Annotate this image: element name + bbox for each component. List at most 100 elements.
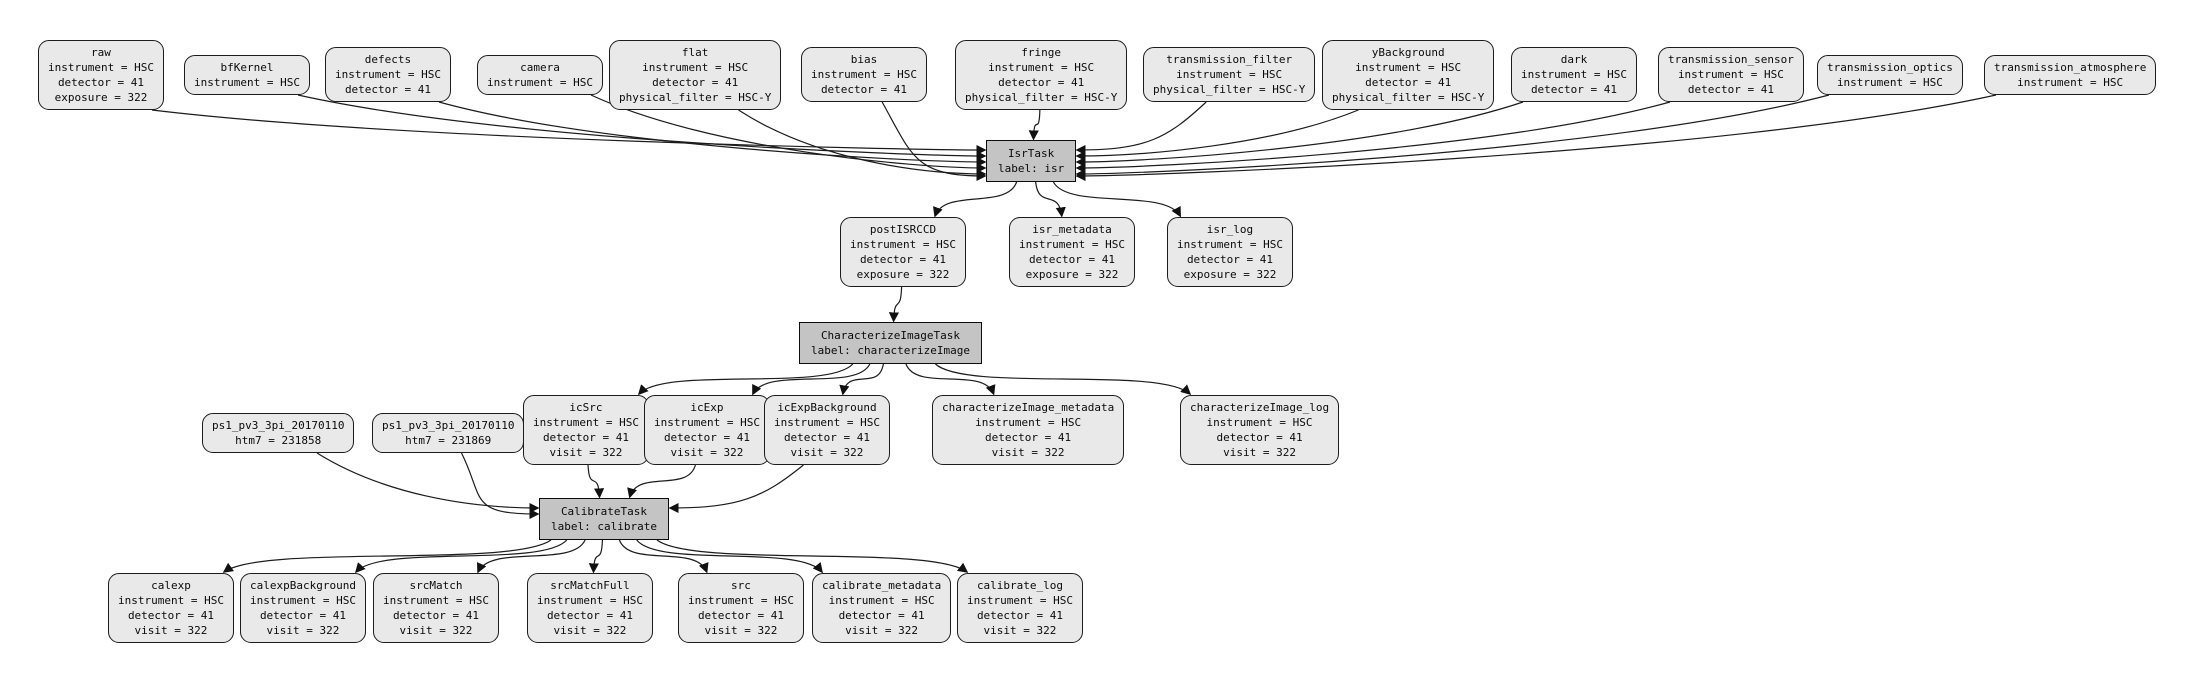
- node-title: srcMatch: [409, 579, 463, 592]
- edge-transmission_filter-to-isrTask: [1075, 101, 1207, 156]
- node-field: detector = 41: [663, 431, 751, 444]
- node-field: instrument = HSC: [48, 61, 154, 74]
- node-characterizeImageTask: CharacterizeImageTask label: characterize…: [799, 322, 982, 364]
- node-field: physical_filter = HSC-Y: [1332, 91, 1485, 104]
- node-title: CharacterizeImageTask: [820, 329, 961, 342]
- node-field: visit = 322: [704, 624, 778, 637]
- edge-dark-to-isrTask: [1075, 101, 1524, 168]
- node-field: label: calibrate: [551, 520, 657, 533]
- node-yBackground: yBackground instrument = HSC detector = 41…: [1322, 40, 1495, 110]
- node-title: transmission_atmosphere: [1994, 61, 2147, 74]
- node-field: instrument = HSC: [988, 61, 1095, 74]
- node-title: bias: [850, 53, 878, 66]
- node-field: instrument = HSC: [250, 594, 356, 607]
- node-field: visit = 322: [790, 446, 864, 459]
- edge-ps1_231869-to-calibrateTask: [460, 452, 540, 520]
- node-field: instrument = HSC: [642, 61, 749, 74]
- node-field: instrument = HSC: [335, 68, 441, 81]
- node-field: instrument = HSC: [118, 594, 224, 607]
- edge-calibrateTask-to-srcMatch: [477, 539, 586, 574]
- node-field: physical_filter = HSC-Y: [1153, 83, 1306, 96]
- node-field: detector = 41: [985, 431, 1072, 444]
- node-field: detector = 41: [652, 76, 739, 89]
- node-bfKernel: bfKernel instrument = HSC: [184, 55, 310, 95]
- node-title: yBackground: [1371, 46, 1445, 59]
- node-title: icSrc: [569, 401, 603, 414]
- node-field: label: characterizeImage: [811, 344, 970, 357]
- node-title: src: [731, 579, 751, 592]
- node-title: transmission_sensor: [1668, 53, 1794, 66]
- node-field: instrument = HSC: [1019, 238, 1125, 251]
- node-title: IsrTask: [1007, 147, 1055, 160]
- node-field: instrument = HSC: [383, 594, 489, 607]
- node-field: instrument = HSC: [688, 594, 794, 607]
- node-field: detector = 41: [1365, 76, 1452, 89]
- node-field: detector = 41: [127, 609, 215, 622]
- node-field: instrument = HSC: [1355, 61, 1462, 74]
- node-field: visit = 322: [549, 446, 623, 459]
- edge-isrTask-to-postISRCCD: [933, 181, 1018, 218]
- edge-transmission_atmosphere-to-isrTask: [1075, 94, 1997, 182]
- node-field: detector = 41: [1687, 83, 1774, 96]
- node-title: camera: [520, 61, 560, 74]
- edge-ps1_231858-to-calibrateTask: [316, 452, 540, 514]
- node-field: detector = 41: [1216, 431, 1303, 444]
- edge-bfKernel-to-isrTask: [297, 94, 987, 162]
- edge-calibrateTask-to-calibrate_log: [656, 539, 969, 573]
- node-title: isr_metadata: [1032, 223, 1112, 236]
- edge-calibrateTask-to-src: [618, 539, 709, 574]
- node-field: detector = 41: [838, 609, 925, 622]
- edge-transmission_optics-to-isrTask: [1075, 94, 1830, 180]
- node-field: visit = 322: [266, 624, 340, 637]
- edge-calibrateTask-to-calexp: [222, 539, 552, 573]
- node-field: detector = 41: [976, 609, 1064, 622]
- node-field: detector = 41: [1028, 253, 1116, 266]
- node-field: detector = 41: [998, 76, 1085, 89]
- node-field: detector = 41: [859, 253, 947, 266]
- node-title: calexpBackground: [250, 579, 356, 592]
- node-field: detector = 41: [259, 609, 347, 622]
- node-field: exposure = 322: [54, 91, 148, 104]
- edge-icExp-to-calibrateTask: [627, 464, 696, 499]
- node-field: instrument = HSC: [537, 594, 643, 607]
- node-field: instrument = HSC: [194, 76, 300, 89]
- node-field: instrument = HSC: [1206, 416, 1313, 429]
- edge-camera-to-isrTask: [590, 94, 987, 174]
- node-field: exposure = 322: [1183, 268, 1277, 281]
- edge-defects-to-isrTask: [438, 101, 987, 168]
- node-field: instrument = HSC: [1521, 68, 1627, 81]
- node-field: visit = 322: [845, 624, 919, 637]
- node-title: isr_log: [1206, 223, 1254, 236]
- edge-postISRCCD-to-characterizeImageTask: [888, 286, 903, 323]
- node-field: exposure = 322: [1025, 268, 1119, 281]
- node-field: visit = 322: [983, 624, 1057, 637]
- edge-characterizeImageTask-to-icExpBackground: [839, 363, 884, 396]
- node-field: instrument = HSC: [828, 594, 935, 607]
- node-field: detector = 41: [344, 83, 432, 96]
- node-field: visit = 322: [1223, 446, 1296, 459]
- node-title: defects: [364, 53, 412, 66]
- edge-yBackground-to-isrTask: [1075, 109, 1359, 162]
- node-field: instrument = HSC: [533, 416, 639, 429]
- node-title: flat: [681, 46, 709, 59]
- node-title: bfKernel: [220, 61, 274, 74]
- node-field: instrument = HSC: [774, 416, 880, 429]
- node-isr_metadata: isr_metadata instrument = HSC detector = 4…: [1009, 217, 1135, 287]
